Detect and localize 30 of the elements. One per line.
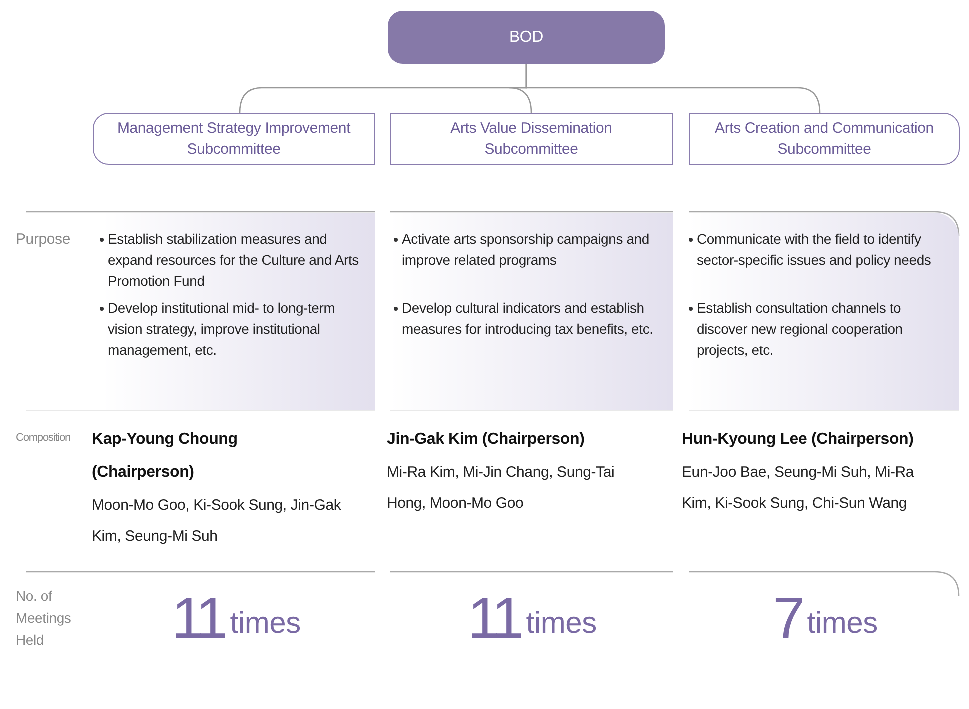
purpose-item: Establish consultation channels to discover new regional cooperation projects, etc. [697, 299, 904, 360]
subcommittee-box [93, 113, 375, 165]
subcommittee-name: Arts Creation and Communication Subcommittee [714, 119, 935, 160]
chairperson-name: Kap-Young Choung (Chairperson) [92, 430, 239, 483]
subcommittee-name: Arts Value Dissemination Subcommittee [450, 119, 614, 160]
subcommittee-box [390, 113, 673, 165]
member-list: Moon-Mo Goo, Ki-Sook Sung, Jin-Gak Kim, Seung-Mi Suh [92, 490, 342, 552]
row-header: No. of Meetings Held [16, 587, 72, 650]
meeting-count: 11 [172, 588, 224, 650]
purpose-item: Establish stabilization measures and expand resources for the Culture and Arts Promotion Fund [108, 230, 360, 291]
board-title: BOD [508, 28, 545, 48]
chairperson-name: Hun-Kyoung Lee (Chairperson) [682, 430, 915, 450]
member-list: Mi-Ra Kim, Mi-Jin Chang, Sung-Tai Hong, Moon-Mo Goo [387, 457, 637, 519]
unit-text: times [230, 606, 301, 642]
unit-text: times [807, 606, 878, 642]
subcommittee-box [689, 113, 960, 165]
member-list: Eun-Joo Bae, Seung-Mi Suh, Mi-Ra Kim, Ki-Sook Sung, Chi-Sun Wang [682, 457, 922, 519]
board-box [388, 11, 665, 64]
unit-text: times [526, 606, 597, 642]
purpose-item: Communicate with the field to identify sector-specific issues and policy needs [697, 230, 932, 270]
subcommittee-name: Management Strategy Improvement Subcommittee [116, 119, 352, 160]
chairperson-name: Jin-Gak Kim (Chairperson) [387, 430, 586, 450]
purpose-item: Develop institutional mid- to long-term vision strategy, improve institutional management, etc. [108, 299, 336, 360]
purpose-item: Develop cultural indicators and establish measures for introducing tax benefits, etc. [402, 299, 654, 339]
connector-line [526, 64, 821, 114]
row-header: Composition [16, 431, 72, 446]
row-header: Purpose [16, 230, 72, 250]
purpose-item: Activate arts sponsorship campaigns and improve related programs [402, 230, 650, 270]
meeting-count: 7 [773, 588, 802, 650]
meeting-count: 11 [468, 588, 520, 650]
